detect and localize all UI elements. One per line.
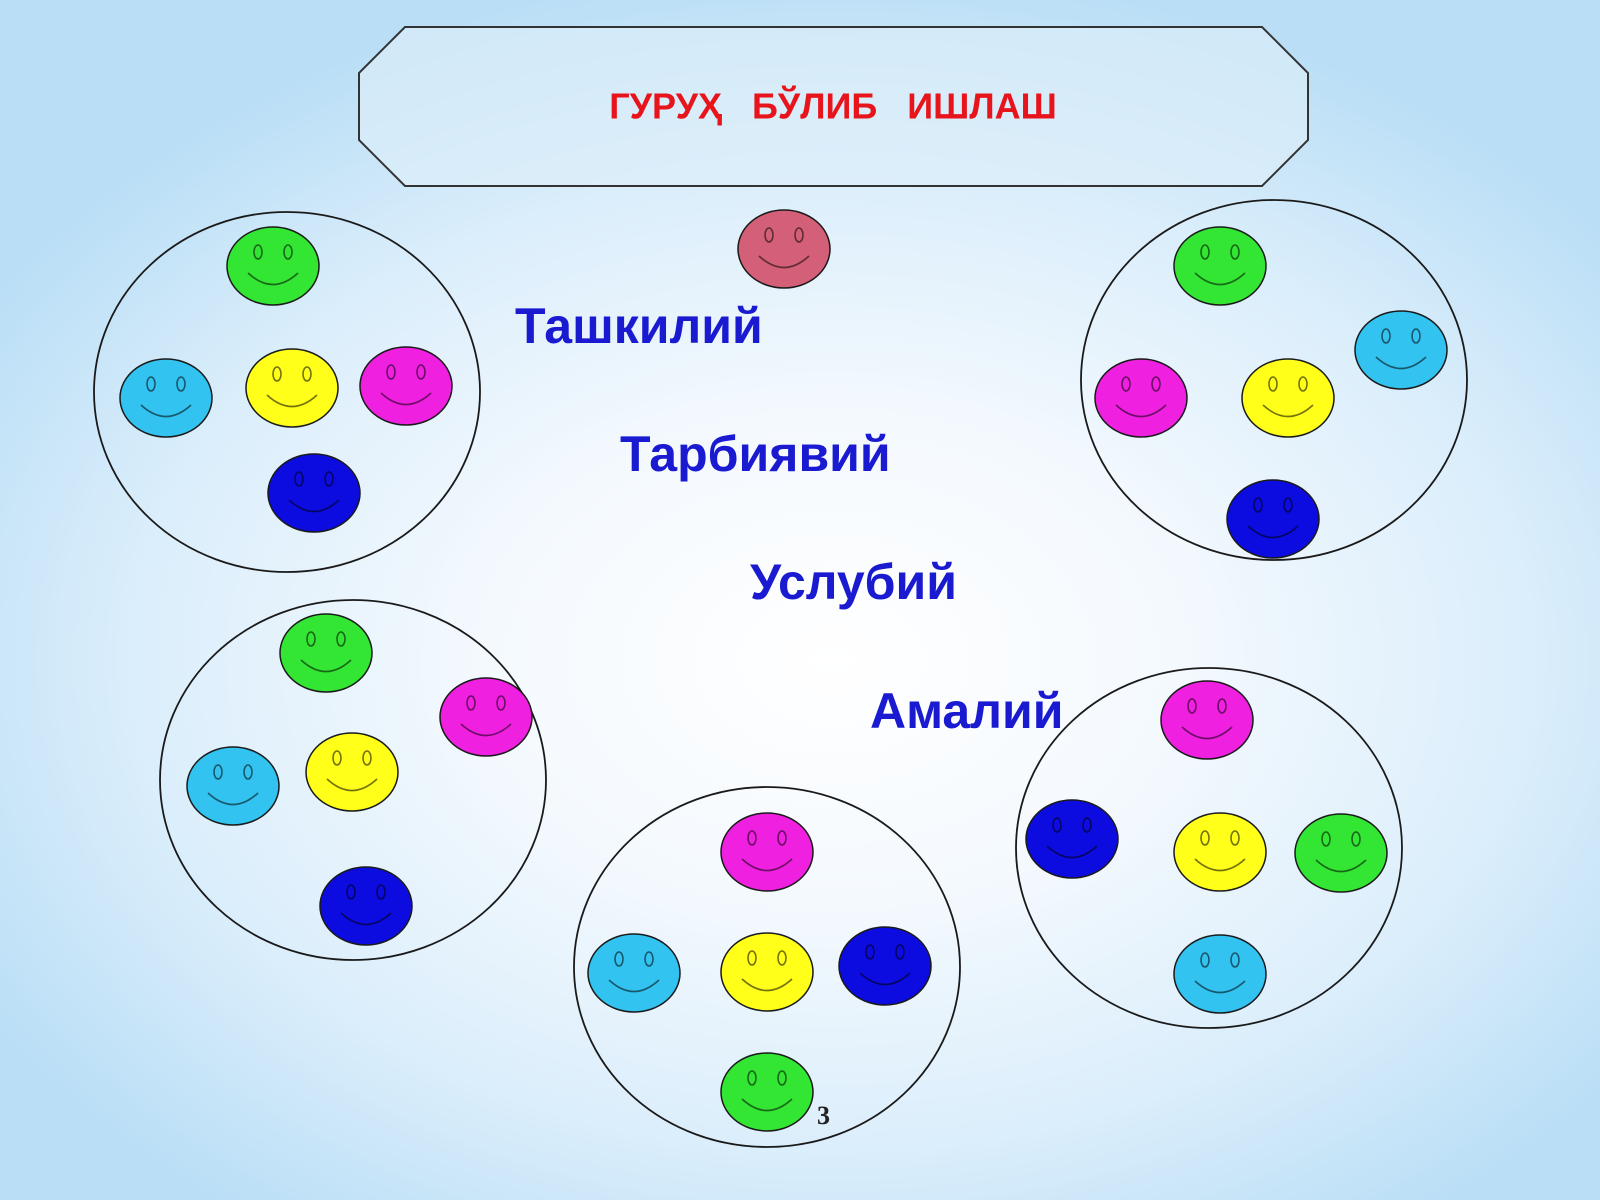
- smiley-face-icon: [1294, 813, 1388, 893]
- category-label: Амалий: [870, 683, 1063, 739]
- smiley-face-icon: [1025, 799, 1119, 879]
- smiley-face-icon: [1094, 358, 1188, 438]
- group-circle: [159, 599, 547, 961]
- smiley-face-icon: [1226, 479, 1320, 559]
- group-circle: [573, 786, 961, 1148]
- smiley-face-icon: [267, 453, 361, 533]
- group-1: [93, 211, 481, 573]
- smiley-face-icon: [1173, 812, 1267, 892]
- group-2: [1080, 199, 1468, 561]
- smiley-face-icon: [587, 933, 681, 1013]
- title-text: ГУРУҲ БЎЛИБ ИШЛАШ: [609, 85, 1057, 127]
- smiley-face-icon: [1160, 680, 1254, 760]
- group-5: [1015, 667, 1403, 1029]
- smiley-face-icon: [226, 226, 320, 306]
- smiley-face-icon: [720, 932, 814, 1012]
- category-label: Услубий: [750, 554, 957, 610]
- groups-layer: [93, 199, 1468, 1148]
- title-banner: ГУРУҲ БЎЛИБ ИШЛАШ: [358, 26, 1309, 187]
- smiley-face-icon: [720, 812, 814, 892]
- smiley-face-icon: [439, 677, 533, 757]
- category-label: Тарбиявий: [620, 426, 891, 482]
- group-4: [573, 786, 961, 1148]
- smiley-face-icon: [186, 746, 280, 826]
- group-3: [159, 599, 547, 961]
- page-number: 3: [817, 1101, 830, 1130]
- smiley-face-icon: [1354, 310, 1448, 390]
- smiley-face-icon: [737, 209, 831, 289]
- group-circle: [1080, 199, 1468, 561]
- smiley-face-icon: [1173, 934, 1267, 1014]
- smiley-face-icon: [1173, 226, 1267, 306]
- smiley-face-icon: [279, 613, 373, 693]
- smiley-face-icon: [1241, 358, 1335, 438]
- smiley-face-icon: [838, 926, 932, 1006]
- smiley-face-icon: [319, 866, 413, 946]
- smiley-face-icon: [305, 732, 399, 812]
- smiley-face-icon: [119, 358, 213, 438]
- group-circle: [93, 211, 481, 573]
- category-label: Ташкилий: [515, 298, 763, 354]
- smiley-face-icon: [245, 348, 339, 428]
- group-circle: [1015, 667, 1403, 1029]
- smiley-face-icon: [720, 1052, 814, 1132]
- smiley-face-icon: [359, 346, 453, 426]
